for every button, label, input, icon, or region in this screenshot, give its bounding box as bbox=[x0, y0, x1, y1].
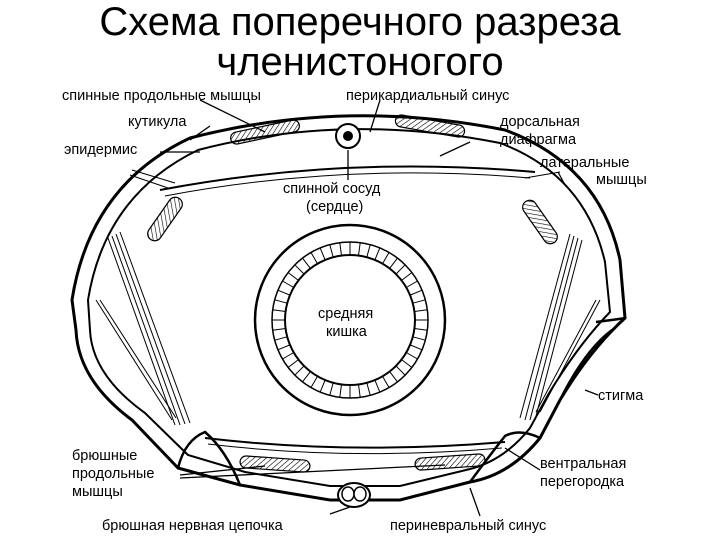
midgut-cell-wall bbox=[389, 371, 398, 383]
label-lateral-muscles-2: мышцы bbox=[596, 172, 647, 188]
midgut-cell-wall bbox=[401, 359, 413, 368]
label-perineural-sinus: периневральный синус bbox=[390, 518, 546, 534]
label-cuticle: кутикула bbox=[128, 114, 187, 130]
midgut-cell-wall bbox=[277, 289, 291, 296]
label-pericardial-sinus: перикардиальный синус bbox=[346, 88, 509, 104]
midgut-cell-wall bbox=[406, 280, 418, 288]
label-dorsal-long-muscles: спинные продольные мышцы bbox=[62, 88, 261, 104]
label-dorsal-diaphragm-1: дорсальная bbox=[500, 114, 580, 130]
label-ventral-muscles-1: брюшные bbox=[72, 448, 137, 464]
midgut-cell-wall bbox=[401, 272, 413, 281]
midgut-cell-wall bbox=[414, 328, 428, 331]
midgut-cell-wall bbox=[294, 264, 305, 275]
midgut-cell-wall bbox=[412, 299, 426, 304]
ventral-septum-inner bbox=[207, 443, 503, 455]
midgut-cell-wall bbox=[274, 299, 288, 304]
midgut-cell-wall bbox=[277, 344, 291, 351]
label-dorsal-vessel-1: спинной сосуд bbox=[283, 181, 381, 197]
midgut-cell-wall bbox=[374, 379, 381, 393]
midgut-cell-wall bbox=[382, 252, 390, 264]
dorsal-vessel bbox=[335, 123, 361, 149]
ventral-fold-right bbox=[468, 431, 541, 483]
midgut-cell-wall bbox=[329, 382, 334, 396]
midgut-cell-wall bbox=[319, 379, 326, 393]
label-stigma: стигма bbox=[598, 388, 644, 404]
label-ventral-muscles-2: продольные bbox=[72, 466, 154, 482]
midgut-cell-wall bbox=[294, 365, 305, 376]
label-midgut-1: средняя bbox=[318, 306, 373, 322]
label-epidermis: эпидермис bbox=[64, 142, 137, 158]
stigma-fold bbox=[558, 316, 627, 401]
labels: спинные продольные мышцы перикардиальный… bbox=[62, 88, 647, 534]
midgut-epithelium bbox=[272, 242, 428, 398]
midgut-cell-wall bbox=[395, 264, 406, 275]
midgut-cell-wall bbox=[272, 309, 286, 312]
midgut-cell-wall bbox=[287, 359, 299, 368]
ventral-septum bbox=[204, 437, 506, 449]
cuticle-outer bbox=[70, 114, 627, 502]
midgut-cell-wall bbox=[366, 244, 371, 258]
midgut-cell-wall bbox=[414, 309, 428, 312]
midgut bbox=[253, 223, 447, 417]
dorsal-diaphragm-inner bbox=[164, 172, 531, 197]
ventral-nerve-cord bbox=[337, 482, 371, 508]
midgut-cell-wall bbox=[374, 247, 381, 261]
midgut-cell-wall bbox=[409, 289, 423, 296]
midgut-cell-wall bbox=[358, 242, 361, 256]
midgut-cell-wall bbox=[302, 257, 311, 269]
midgut-cell-wall bbox=[366, 382, 371, 396]
lateral-muscles-right bbox=[519, 171, 601, 421]
midgut-cell-wall bbox=[409, 344, 423, 351]
title-line-1: Схема поперечного разреза bbox=[99, 0, 621, 44]
midgut-cell-wall bbox=[339, 384, 342, 398]
label-lateral-muscles-1: латеральные bbox=[540, 155, 629, 171]
label-midgut-2: кишка bbox=[326, 324, 368, 340]
label-ventral-muscles-3: мышцы bbox=[72, 484, 123, 500]
midgut-cell-wall bbox=[310, 376, 318, 388]
label-ventral-septum-1: вентральная bbox=[540, 456, 626, 472]
midgut-cell-wall bbox=[274, 336, 288, 341]
ventral-fold-left bbox=[176, 430, 242, 486]
epidermis-inner bbox=[86, 128, 612, 487]
midgut-cell-wall bbox=[282, 352, 294, 360]
label-dorsal-diaphragm-2: диафрагма bbox=[500, 132, 577, 148]
midgut-cell-wall bbox=[319, 247, 326, 261]
midgut-cell-wall bbox=[329, 244, 334, 258]
midgut-cell-wall bbox=[395, 365, 406, 376]
midgut-cell-wall bbox=[302, 371, 311, 383]
midgut-cell-wall bbox=[382, 376, 390, 388]
leader-lines bbox=[160, 99, 599, 517]
dorsal-diaphragm bbox=[159, 165, 536, 191]
midgut-cell-wall bbox=[310, 252, 318, 264]
lateral-muscles-left bbox=[95, 169, 191, 426]
midgut-cell-wall bbox=[272, 328, 286, 331]
midgut-cell-wall bbox=[339, 242, 342, 256]
title-line-2: членистоногого bbox=[216, 40, 504, 84]
label-dorsal-vessel-2: (сердце) bbox=[306, 199, 363, 215]
body-wall bbox=[70, 114, 627, 502]
label-ventral-nerve-cord: брюшная нервная цепочка bbox=[102, 518, 284, 534]
midgut-cell-wall bbox=[412, 336, 426, 341]
midgut-cell-wall bbox=[282, 280, 294, 288]
midgut-cell-wall bbox=[389, 257, 398, 269]
label-ventral-septum-2: перегородка bbox=[540, 474, 625, 490]
midgut-cell-wall bbox=[406, 352, 418, 360]
midgut-cell-wall bbox=[287, 272, 299, 281]
midgut-cell-wall bbox=[358, 384, 361, 398]
